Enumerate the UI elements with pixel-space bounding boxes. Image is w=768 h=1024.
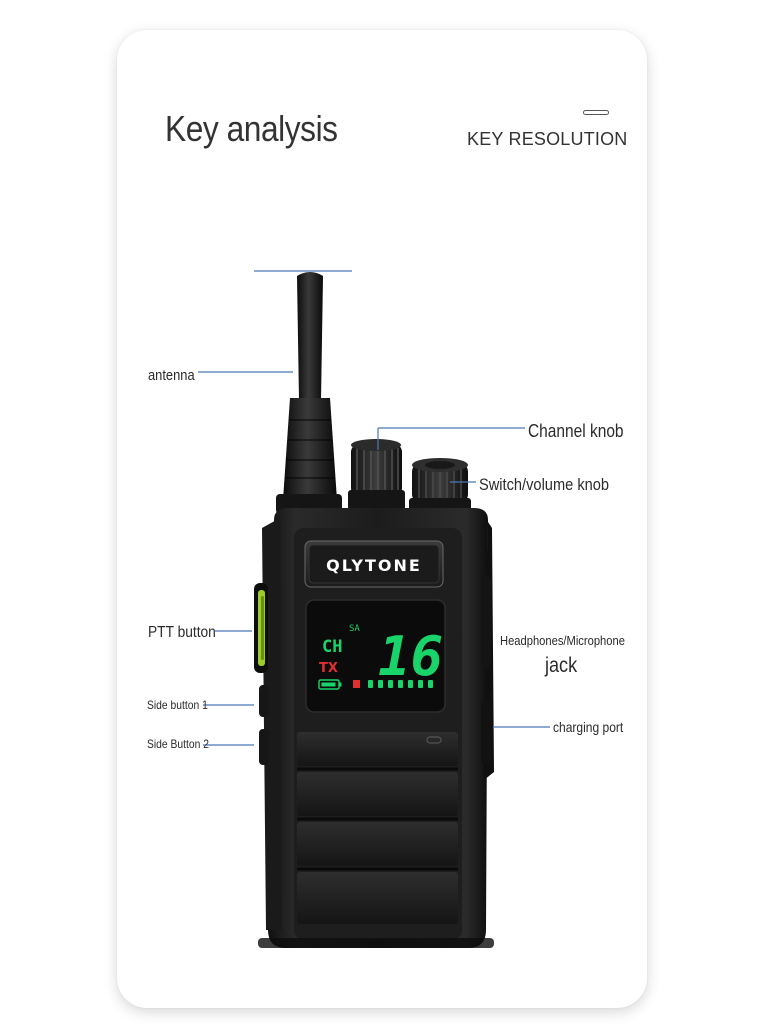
antenna [276, 270, 342, 514]
display-red-indicator [353, 680, 360, 688]
display-tx: TX [319, 661, 338, 676]
menu-pill-icon[interactable] [583, 110, 609, 115]
callout-side-button-1: Side button 1 [147, 698, 208, 712]
channel-knob[interactable] [348, 439, 405, 510]
callout-channel-knob: Channel knob [528, 421, 624, 441]
leader-lines [198, 270, 550, 746]
lcd-display: SA CH 16 TX [305, 599, 446, 713]
display-channel-number: 16 [378, 625, 443, 688]
signal-dots [368, 680, 433, 688]
brand-badge: QLYTONE [304, 540, 444, 588]
side-button-2[interactable] [259, 729, 269, 765]
display-sa: SA [349, 624, 360, 634]
headphone-jack-cover[interactable] [481, 576, 491, 668]
brand-name: QLYTONE [326, 556, 422, 575]
page-title: Key analysis [165, 108, 338, 149]
battery-icon [318, 679, 342, 690]
callout-charging-port: charging port [553, 719, 624, 735]
callout-headphones-microphone: Headphones/Microphone [500, 633, 625, 648]
charging-port-cover[interactable] [481, 700, 491, 764]
page-subtitle: KEY RESOLUTION [467, 129, 628, 149]
callout-antenna: antenna [148, 367, 195, 384]
display-ch: CH [322, 637, 342, 657]
callout-switch-volume-knob: Switch/volume knob [479, 475, 610, 494]
callout-side-button-2: Side Button 2 [147, 737, 209, 751]
callout-ptt-button: PTT button [148, 624, 216, 641]
mic-hole-icon [426, 736, 442, 744]
side-button-1[interactable] [259, 685, 269, 717]
callout-jack: jack [545, 654, 578, 677]
volume-knob[interactable] [409, 458, 471, 512]
ptt-button[interactable] [254, 583, 268, 673]
